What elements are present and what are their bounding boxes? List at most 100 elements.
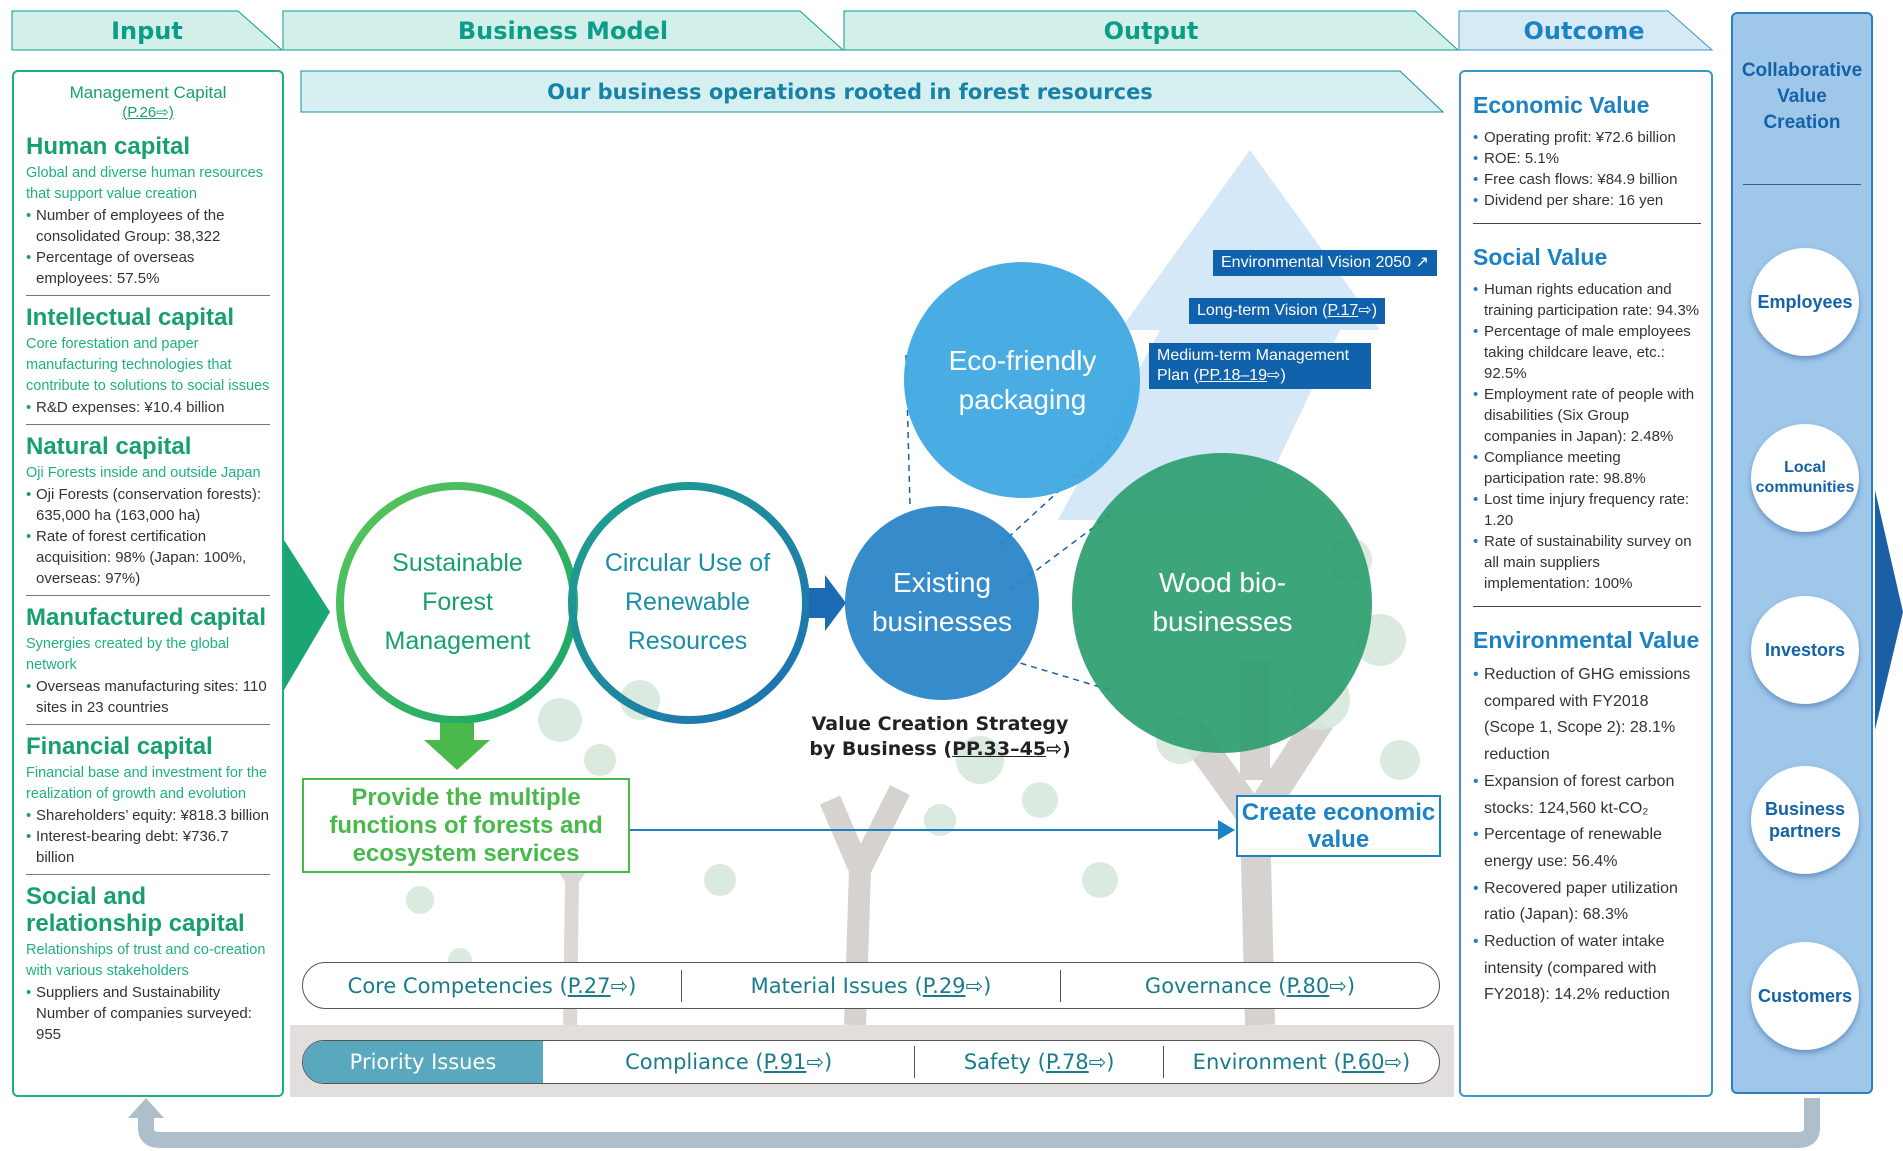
stakeholder-business-partners: Business partners [1751,766,1859,874]
environmental-value-list: Reduction of GHG emissions compared with… [1473,662,1701,1009]
capital-bullet: Number of employees of the consolidated … [26,205,270,247]
social-value-item: Employment rate of people with disabilit… [1473,384,1701,447]
circle-existing-fill [845,506,1039,700]
capital-title: Financial capital [26,733,213,760]
social-value-item: Compliance meeting participation rate: 9… [1473,447,1701,489]
circle-circular: Circular Use of Renewable Resources [604,549,771,655]
circle-circular-outline [568,482,810,724]
environmental-value-item: Percentage of renewable energy use: 56.4… [1473,822,1701,875]
stakeholder-investors: Investors [1751,596,1859,704]
capital-bullets: Shareholders’ equity: ¥818.3 billionInte… [26,805,270,868]
pill-environment[interactable]: Environment (P.60⇨) [1192,1050,1411,1074]
pill-priority: Priority Issues Compliance (P.91⇨) Safet… [302,1040,1440,1084]
circle-wood: Wood bio-businesses [1152,567,1293,637]
economic-value-section: Economic Value Operating profit: ¥72.6 b… [1473,92,1701,224]
capital-bullets: Overseas manufacturing sites: 110 sites … [26,676,270,718]
collab-divider [1743,184,1861,185]
tag-medium-term[interactable]: Medium-term Management Plan (PP.18–19⇨) [1149,343,1371,389]
collaborative-column: Collaborative Value Creation Employees L… [1731,12,1873,1094]
economic-value-item: ROE: 5.1% [1473,148,1701,169]
pill-safety[interactable]: Safety (P.78⇨) [963,1050,1115,1074]
capital-bullets: Suppliers and Sustainability Number of c… [26,982,270,1045]
capital-title: Intellectual capital [26,304,235,331]
pill-divider [1162,1046,1164,1078]
banner-shape [300,70,1445,113]
environmental-value-section: Environmental Value Reduction of GHG emi… [1473,627,1701,1021]
environmental-value-item: Reduction of water intake intensity (com… [1473,929,1701,1009]
circle-eco: Eco-friendly packaging [948,345,1097,415]
social-value-item: Rate of sustainability survey on all mai… [1473,531,1701,594]
capital-bullet: Interest-bearing debt: ¥736.7 billion [26,826,270,868]
capital-title: Human capital [26,133,191,160]
circle-eco-fill [904,262,1140,498]
outcome-column: Economic Value Operating profit: ¥72.6 b… [1459,70,1713,1097]
social-value-item: Lost time injury frequency rate: 1.20 [1473,489,1701,531]
capital-bullet: Oji Forests (conservation forests): 635,… [26,484,270,526]
economic-value-item: Free cash flows: ¥84.9 billion [1473,169,1701,190]
priority-issues-label: Priority Issues [303,1041,543,1083]
pill-compliance[interactable]: Compliance (P.91⇨) [625,1050,833,1074]
social-value-title: Social Value [1473,244,1608,270]
circle-sustainable: Sustainable Forest Management [384,549,531,655]
create-box: Create economic value [1236,795,1441,857]
capital-bullet: Percentage of overseas employees: 57.5% [26,247,270,289]
pill-divider [914,1046,916,1078]
stakeholder-local-communities: Local communities [1751,424,1859,532]
tag-env-vision[interactable]: Environmental Vision 2050 ↗ [1213,250,1437,276]
strategy-label: Value Creation Strategy by Business (PP.… [809,713,1071,760]
circle-existing: Existing businesses [871,567,1013,637]
economic-value-list: Operating profit: ¥72.6 billionROE: 5.1%… [1473,127,1701,211]
environmental-value-item: Recovered paper utilization ratio (Japan… [1473,876,1701,929]
header-input: Input [111,17,183,45]
input-column: Management Capital (P.26⇨) Human capital… [12,70,284,1097]
capital-description: Oji Forests inside and outside Japan [26,465,261,481]
management-capital-link[interactable]: (P.26⇨) [122,104,174,121]
environmental-value-title: Environmental Value [1473,627,1700,653]
economic-value-title: Economic Value [1473,92,1650,118]
capital-description: Synergies created by the global network [26,636,230,673]
capital-title: Social and relationship capital [26,883,245,937]
social-value-item: Human rights education and training part… [1473,279,1701,321]
stakeholder-employees: Employees [1751,248,1859,356]
capital-bullet: Shareholders’ equity: ¥818.3 billion [26,805,270,826]
banner-text: Our business operations rooted in forest… [547,80,1153,104]
capital-bullets: Oji Forests (conservation forests): 635,… [26,484,270,589]
capital-description: Relationships of trust and co-creation w… [26,942,266,979]
header-business-model: Business Model [457,17,669,45]
capital-description: Core forestation and paper manufacturing… [26,336,270,394]
circle-wood-fill [1072,453,1372,753]
social-value-item: Percentage of male employees taking chil… [1473,321,1701,384]
pill-foundation: Core Competencies (P.27⇨) Material Issue… [302,962,1440,1009]
pill-divider [681,969,682,1002]
pill-divider [1060,969,1061,1002]
capital-description: Financial base and investment for the re… [26,765,267,802]
capital-description: Global and diverse human resources that … [26,165,263,202]
pill-core-competencies[interactable]: Core Competencies (P.27⇨) [347,973,637,998]
capital-title: Natural capital [26,433,192,460]
capital-bullet: R&D expenses: ¥10.4 billion [26,397,270,418]
strategy-link[interactable]: PP.33–45 [952,738,1047,760]
capital-bullet: Overseas manufacturing sites: 110 sites … [26,676,270,718]
economic-value-item: Dividend per share: 16 yen [1473,190,1701,211]
provide-box: Provide the multiple functions of forest… [302,778,630,873]
header-shapes [11,10,1714,51]
pill-material-issues[interactable]: Material Issues (P.29⇨) [750,973,992,998]
header-outcome: Outcome [1523,17,1645,45]
header-output: Output [1103,17,1199,45]
stakeholder-customers: Customers [1751,942,1859,1050]
environmental-value-item: Expansion of forest carbon stocks: 124,5… [1473,769,1701,822]
pill-governance[interactable]: Governance (P.80⇨) [1144,973,1356,998]
capital-bullets: R&D expenses: ¥10.4 billion [26,397,270,418]
capital-bullet: Rate of forest certification acquisition… [26,526,270,589]
environmental-value-item: Reduction of GHG emissions compared with… [1473,662,1701,769]
tag-long-term[interactable]: Long-term Vision (P.17⇨) [1189,298,1386,324]
capital-bullets: Number of employees of the consolidated … [26,205,270,289]
